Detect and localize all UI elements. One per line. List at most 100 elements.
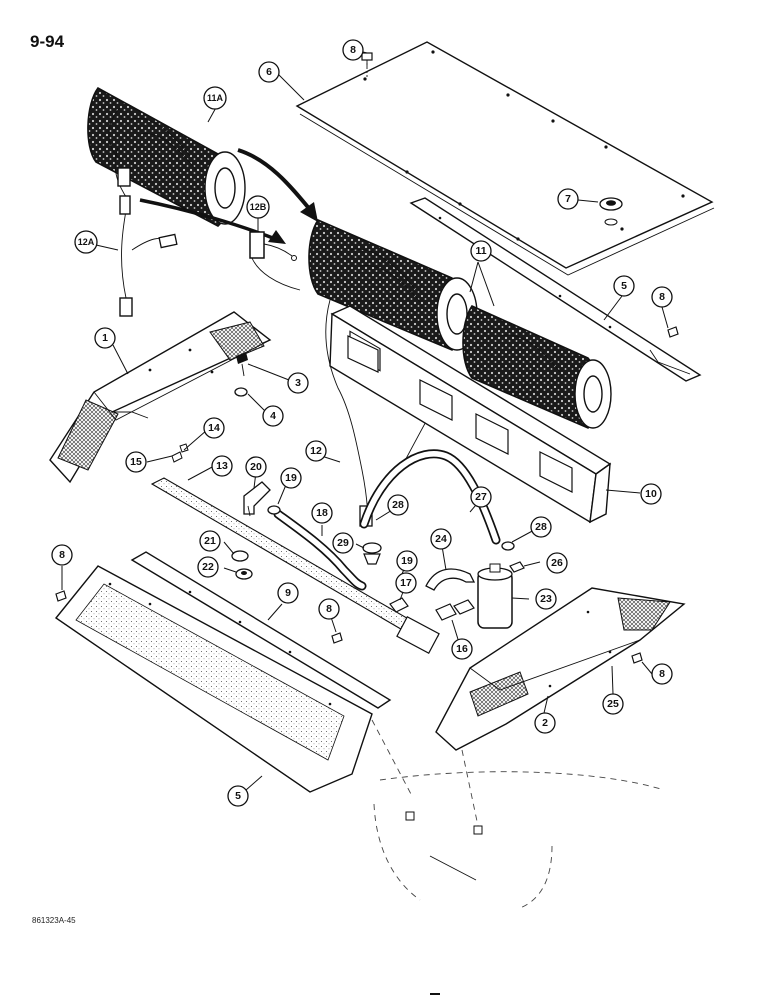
svg-text:8: 8 [350,44,356,56]
svg-text:7: 7 [565,193,571,205]
washer-21 [231,550,249,562]
svg-text:11: 11 [475,245,486,257]
svg-text:10: 10 [645,488,657,500]
callout-1: 1 [94,327,116,349]
callout-4: 4 [262,405,284,427]
callout-25: 25 [602,693,624,715]
svg-text:6: 6 [266,66,272,78]
callout-5-bottom: 5 [227,785,249,807]
svg-text:8: 8 [659,291,665,303]
receiver-drier-23 [477,563,513,629]
callout-28a: 28 [387,494,409,516]
callout-19a: 19 [280,467,302,489]
clamp-28 [501,541,515,551]
callout-27: 27 [470,486,492,508]
svg-text:24: 24 [435,533,447,545]
svg-text:2: 2 [542,717,548,729]
bolt-8-right-top [667,326,679,338]
strip-9 [130,551,392,709]
fitting-17 [389,597,409,613]
side-bracket-1 [49,311,272,484]
fittings-14-15 [171,443,189,463]
callout-15: 15 [125,451,147,473]
callout-23: 23 [535,588,557,610]
leader-lines [61,51,669,791]
svg-text:17: 17 [400,577,412,589]
svg-text:21: 21 [204,535,216,547]
svg-text:28: 28 [392,499,404,511]
grommet-7 [599,197,623,226]
svg-text:13: 13 [216,460,228,472]
callout-22: 22 [197,556,219,578]
svg-text:9: 9 [285,587,291,599]
fitting-26 [509,561,525,573]
svg-text:12B: 12B [250,202,267,212]
callout-14: 14 [203,417,225,439]
callout-11: 11 [470,240,492,262]
callout-17: 17 [395,572,417,594]
callout-12a: 12A [74,230,98,254]
callout-13: 13 [211,455,233,477]
side-bracket-2 [435,587,686,751]
svg-text:27: 27 [475,491,487,503]
svg-text:15: 15 [130,456,142,468]
callout-8e: 8 [651,663,673,685]
callout-7: 7 [557,188,579,210]
svg-text:20: 20 [250,461,262,473]
callout-9: 9 [277,582,299,604]
screw-3-nut-4 [234,352,248,397]
wiring-harness-12a [114,147,178,317]
nut-22 [235,568,253,580]
svg-text:19: 19 [285,472,297,484]
callout-8b: 8 [651,286,673,308]
svg-text:29: 29 [337,537,349,549]
callout-21: 21 [199,530,221,552]
callout-28b: 28 [530,516,552,538]
callout-26: 26 [546,552,568,574]
svg-text:12A: 12A [78,237,95,247]
callout-18: 18 [311,502,333,524]
blower-housing-10 [329,305,612,524]
svg-text:1: 1 [102,332,108,344]
connector-12b [249,231,301,291]
grommet-29 [362,542,382,565]
svg-text:5: 5 [235,790,241,802]
figure-code: 861323A-45 [32,916,76,925]
svg-text:8: 8 [659,668,665,680]
strip-13 [150,477,440,654]
svg-text:8: 8 [326,603,332,615]
callout-5-top: 5 [613,275,635,297]
svg-text:16: 16 [456,643,468,655]
svg-text:4: 4 [270,410,276,422]
svg-text:8: 8 [59,549,65,561]
callout-12: 12 [305,440,327,462]
callout-20: 20 [245,456,267,478]
callout-11a: 11A [203,86,227,110]
bolt-8-middle [331,632,343,644]
elbow-fitting-20 [243,481,271,517]
callout-24: 24 [430,528,452,550]
svg-text:5: 5 [621,280,627,292]
callout-8c: 8 [51,544,73,566]
svg-text:28: 28 [535,521,547,533]
callout-10: 10 [640,483,662,505]
mounting-reference-lines [371,719,665,909]
callout-16: 16 [451,638,473,660]
screen-panel-5-bottom [54,565,373,793]
callout-2: 2 [534,712,556,734]
top-cover-panel [295,41,715,276]
svg-text:11A: 11A [207,93,224,103]
svg-text:19: 19 [401,555,413,567]
svg-text:12: 12 [310,445,322,457]
callout-29: 29 [332,532,354,554]
coil-11-right [462,304,612,429]
callout-6: 6 [258,61,280,83]
callout-3: 3 [287,372,309,394]
page-number: 9-94 [30,32,65,51]
callout-12b: 12B [246,195,270,219]
callout-8d: 8 [318,598,340,620]
callout-8a: 8 [342,39,364,61]
svg-text:14: 14 [208,422,220,434]
svg-text:18: 18 [316,507,328,519]
